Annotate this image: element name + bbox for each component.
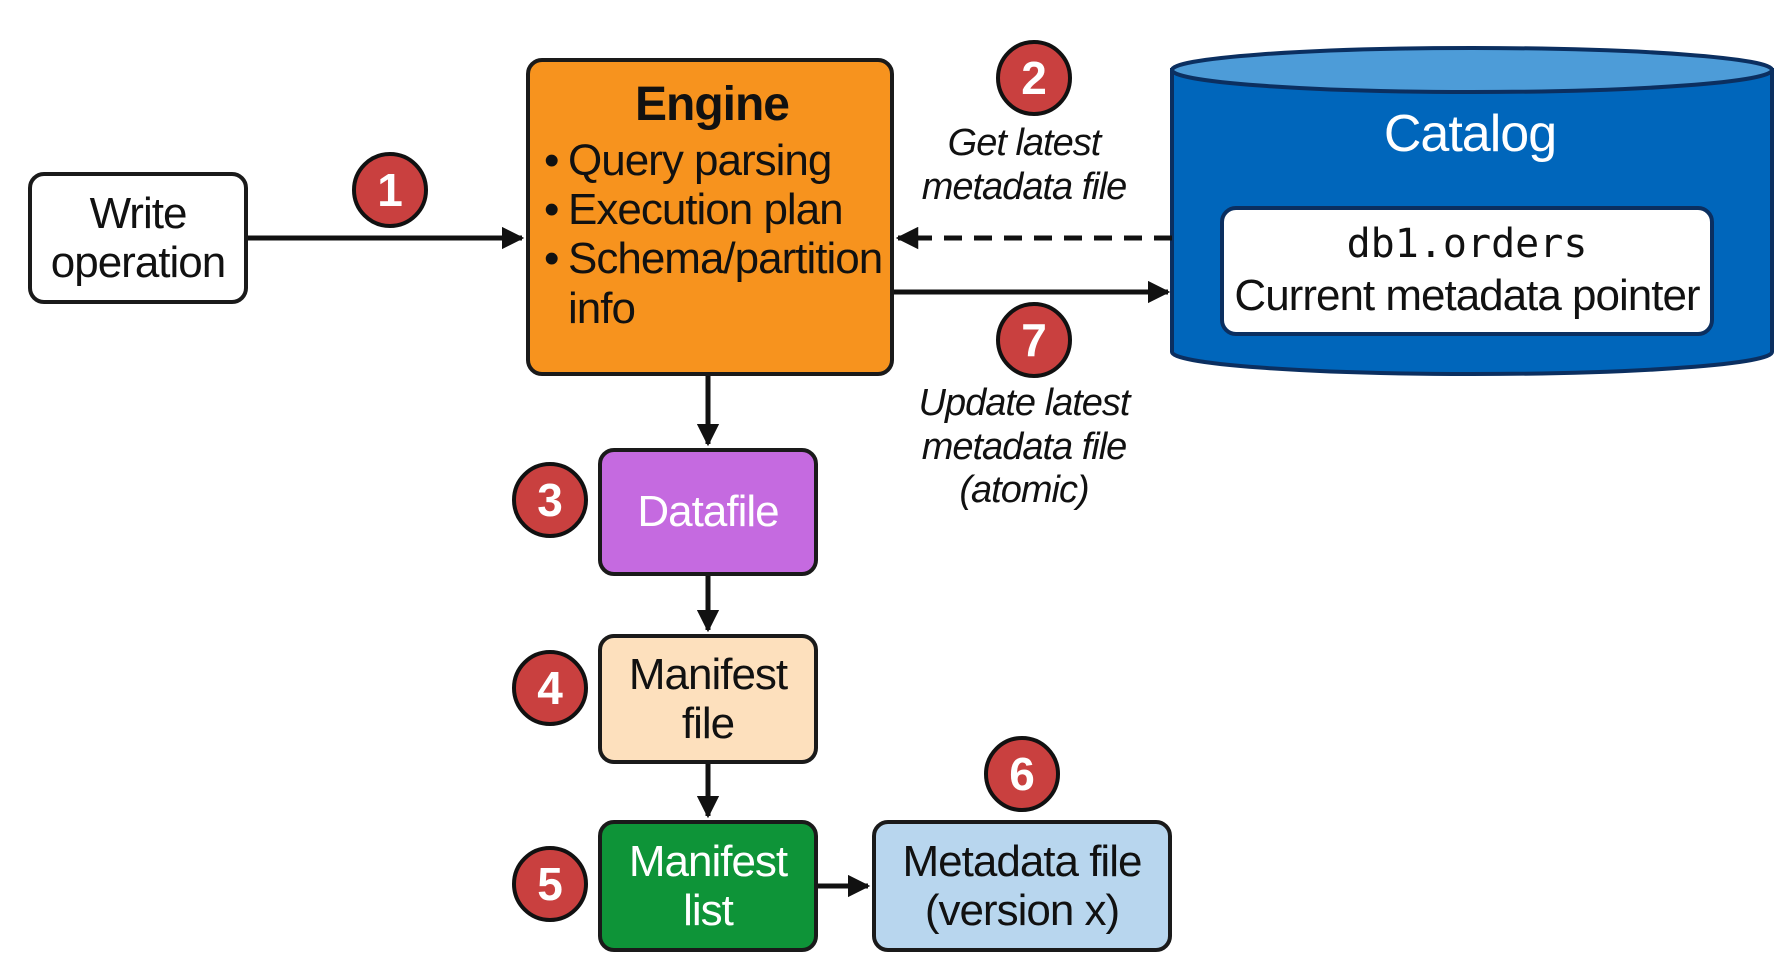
step-badge-5: 5 [512, 846, 588, 922]
caption-line: (atomic) [959, 469, 1089, 512]
engine-bullet-query-parsing: • Query parsing [544, 135, 832, 185]
manifest-file-box: Manifest file [598, 634, 818, 764]
bullet-dot: • [544, 135, 559, 185]
bullet-dot: • [544, 185, 559, 235]
write-operation-box: Write operation [28, 172, 248, 304]
step-badge-4: 4 [512, 650, 588, 726]
engine-bullet-text: Schema/partition [568, 234, 883, 284]
caption-line: metadata file [921, 425, 1128, 468]
metadata-pointer-box: db1.orders Current metadata pointer [1220, 206, 1714, 336]
manifest-list-line-1: Manifest [628, 836, 788, 886]
engine-box: Engine • Query parsing • Execution plan … [526, 58, 894, 376]
manifest-list-box: Manifest list [598, 820, 818, 952]
engine-bullet-text: info [568, 283, 636, 333]
catalog-cylinder-top [1170, 46, 1774, 94]
step-badge-7: 7 [996, 302, 1072, 378]
write-operation-line-2: operation [50, 238, 226, 287]
catalog-title: Catalog [1383, 105, 1557, 163]
metadata-file-box: Metadata file (version x) [872, 820, 1172, 952]
step-badge-2: 2 [996, 40, 1072, 116]
caption-update-latest-metadata: Update latest metadata file (atomic) [904, 382, 1144, 513]
write-operation-line-1: Write [89, 188, 188, 238]
metadata-pointer-label: Current metadata pointer [1234, 270, 1700, 320]
caption-line: metadata file [921, 165, 1128, 208]
engine-title: Engine [634, 78, 790, 131]
metadata-file-line-2: (version x) [924, 886, 1120, 935]
datafile-label: Datafile [637, 487, 779, 537]
bullet-dot: • [544, 234, 559, 284]
caption-line: Update latest [918, 382, 1131, 424]
catalog-table-name: db1.orders [1346, 220, 1588, 267]
engine-bullet-schema-partition: • Schema/partition info [544, 234, 883, 333]
caption-line: Get latest [947, 122, 1102, 164]
engine-bullet-execution-plan: • Execution plan [544, 185, 844, 235]
manifest-list-line-2: list [683, 886, 734, 935]
step-badge-3: 3 [512, 462, 588, 538]
step-badge-6: 6 [984, 736, 1060, 812]
step-badge-1: 1 [352, 152, 428, 228]
manifest-file-line-2: file [681, 699, 735, 748]
manifest-file-line-1: Manifest [628, 649, 788, 699]
caption-get-latest-metadata: Get latest metadata file [904, 122, 1144, 209]
engine-bullet-text: Execution plan [568, 185, 844, 235]
datafile-box: Datafile [598, 448, 818, 576]
metadata-file-line-1: Metadata file [902, 836, 1143, 886]
engine-bullet-text: Query parsing [568, 135, 832, 185]
